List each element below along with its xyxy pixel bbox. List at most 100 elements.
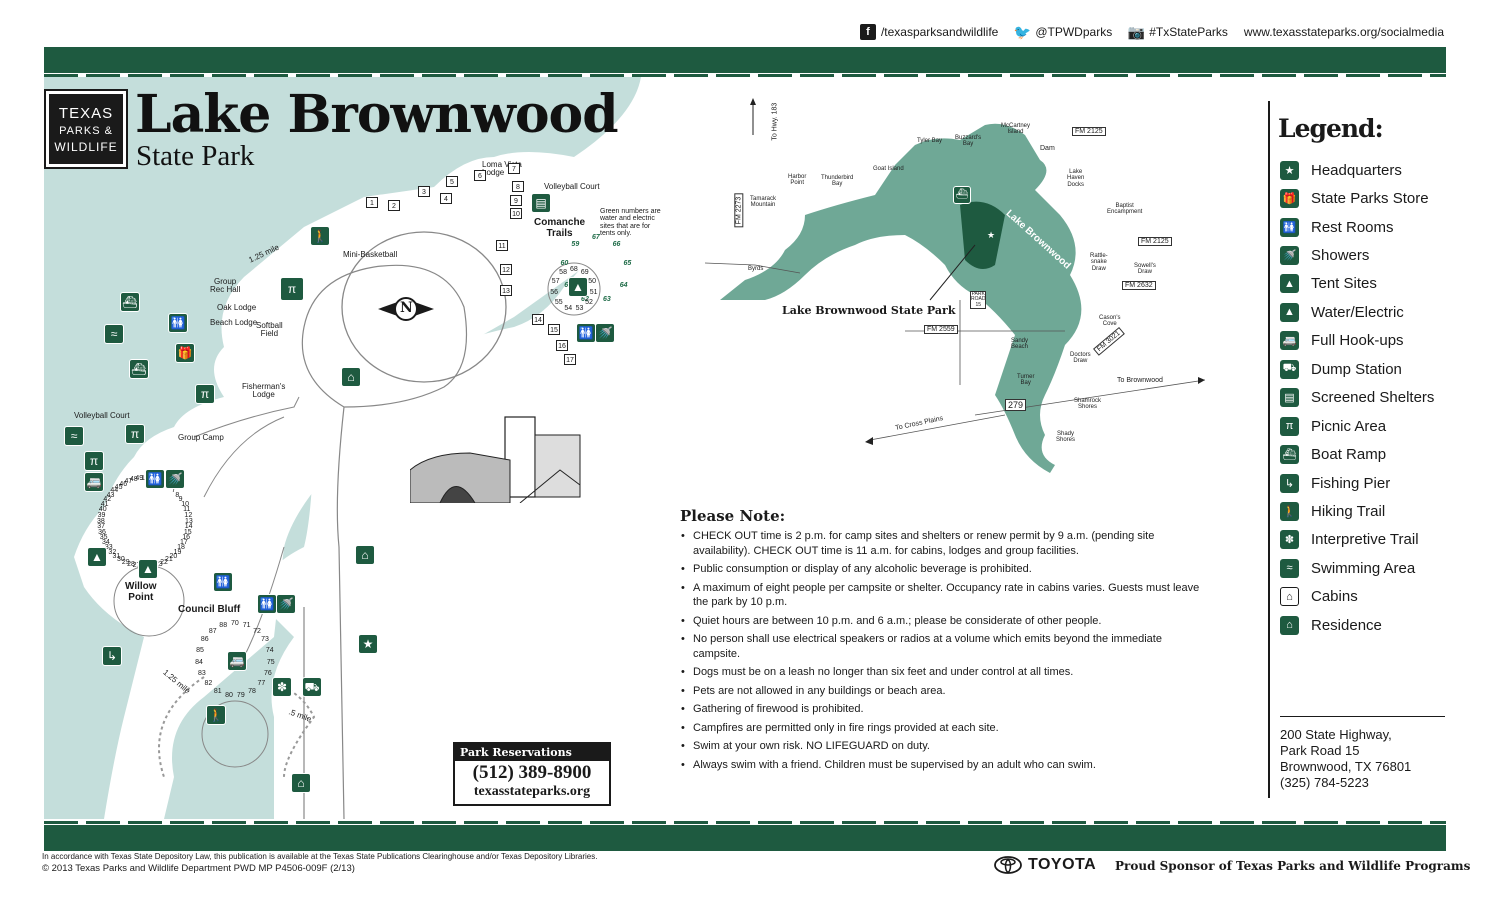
shelter-icon[interactable]: ▤ [531, 193, 551, 213]
comanche-site-53[interactable]: 53 [575, 305, 584, 313]
cabin-10[interactable]: 10 [510, 208, 522, 219]
willow-site-23[interactable]: 23 [154, 560, 163, 568]
picnic-table-icon[interactable]: π [125, 424, 145, 444]
comanche-green-site-63[interactable]: 63 [602, 296, 611, 304]
restroom-icon[interactable]: 🚻 [576, 323, 596, 343]
gift-icon[interactable]: 🎁 [175, 343, 195, 363]
shower-icon[interactable]: 🚿 [165, 469, 185, 489]
comanche-site-50[interactable]: 50 [588, 277, 596, 285]
shower-icon[interactable]: 🚿 [595, 323, 615, 343]
restroom-icon[interactable]: 🚻 [168, 313, 188, 333]
council-site-78[interactable]: 78 [248, 687, 256, 695]
willow-site-31[interactable]: 31 [112, 552, 121, 560]
cabin-15[interactable]: 15 [548, 324, 560, 335]
rv-icon[interactable]: 🚐 [84, 472, 104, 492]
water-electric-icon[interactable]: ▲ [138, 559, 158, 579]
cabin-4[interactable]: 4 [440, 193, 452, 204]
comanche-site-51[interactable]: 51 [589, 288, 598, 296]
cabin-12[interactable]: 12 [500, 264, 512, 275]
willow-site-13[interactable]: 13 [184, 517, 193, 525]
cabin-9[interactable]: 9 [510, 195, 522, 206]
council-site-85[interactable]: 85 [196, 647, 204, 655]
willow-site-17[interactable]: 17 [180, 539, 188, 547]
willow-site-47[interactable]: 47 [124, 478, 133, 486]
twitter-link[interactable]: 🐦@TPWDparks [1013, 23, 1113, 40]
council-site-76[interactable]: 76 [263, 670, 272, 678]
cabin-1[interactable]: 1 [366, 197, 378, 208]
comanche-site-58[interactable]: 58 [559, 269, 567, 277]
willow-site-36[interactable]: 36 [98, 528, 106, 536]
council-site-88[interactable]: 88 [219, 621, 228, 629]
council-site-77[interactable]: 77 [257, 680, 266, 688]
willow-site-32[interactable]: 32 [108, 548, 117, 556]
cabin-7[interactable]: 7 [508, 163, 520, 174]
comanche-site-68[interactable]: 68 [570, 266, 578, 273]
hiker-icon[interactable]: 🚶 [310, 226, 330, 246]
willow-site-16[interactable]: 16 [182, 534, 191, 542]
water-electric-icon[interactable]: ▲ [568, 277, 588, 297]
willow-site-49[interactable]: 49 [135, 475, 144, 483]
council-site-72[interactable]: 72 [253, 627, 261, 635]
willow-site-28[interactable]: 28 [127, 560, 135, 568]
willow-site-41[interactable]: 41 [100, 501, 109, 509]
comanche-green-site-62[interactable]: 62 [581, 296, 589, 304]
council-site-74[interactable]: 74 [265, 647, 274, 655]
shower-icon[interactable]: 🚿 [276, 594, 296, 614]
comanche-site-57[interactable]: 57 [551, 277, 560, 285]
residence-icon[interactable]: ⌂ [291, 773, 311, 793]
comanche-green-site-67[interactable]: 67 [592, 234, 600, 241]
comanche-green-site-60[interactable]: 60 [560, 260, 569, 268]
picnic-table-icon[interactable]: π [195, 384, 215, 404]
willow-site-14[interactable]: 14 [184, 523, 193, 531]
willow-site-37[interactable]: 37 [97, 523, 105, 531]
willow-site-18[interactable]: 18 [177, 544, 185, 552]
picnic-table-icon[interactable]: π [280, 277, 304, 301]
website-link[interactable]: www.texasstateparks.org/socialmedia [1243, 25, 1444, 39]
cabin-13[interactable]: 13 [500, 285, 512, 296]
park-phone[interactable]: (325) 784-5223 [1280, 775, 1369, 790]
willow-site-34[interactable]: 34 [101, 539, 110, 547]
willow-site-11[interactable]: 11 [183, 506, 191, 514]
willow-site-20[interactable]: 20 [169, 552, 178, 560]
reservations-phone[interactable]: (512) 389-8900 [472, 762, 592, 783]
willow-site-48[interactable]: 48 [129, 476, 138, 484]
boat-ramp-icon[interactable]: ⛴ [129, 359, 149, 379]
comanche-site-56[interactable]: 56 [550, 288, 558, 296]
cabin-14[interactable]: 14 [532, 314, 544, 325]
council-site-84[interactable]: 84 [195, 658, 203, 666]
council-site-86[interactable]: 86 [200, 636, 209, 644]
willow-site-33[interactable]: 33 [104, 544, 113, 552]
boat-ramp-icon[interactable]: ⛴ [120, 292, 140, 312]
comanche-green-site-64[interactable]: 64 [619, 282, 628, 289]
boat-ramp-icon[interactable]: ⛴ [953, 186, 971, 204]
reservations-url[interactable]: texasstateparks.org [473, 784, 591, 799]
council-site-75[interactable]: 75 [266, 658, 275, 666]
willow-site-9[interactable]: 9 [178, 496, 183, 504]
hiker-icon[interactable]: 🚶 [206, 705, 226, 725]
willow-site-15[interactable]: 15 [183, 528, 192, 536]
council-site-83[interactable]: 83 [198, 670, 206, 678]
willow-site-43[interactable]: 43 [106, 491, 115, 499]
comanche-green-site-59[interactable]: 59 [571, 241, 580, 249]
cabin-17[interactable]: 17 [564, 354, 576, 365]
comanche-site-54[interactable]: 54 [564, 305, 573, 313]
comanche-site-69[interactable]: 69 [580, 269, 589, 277]
headquarters-star-icon[interactable]: ★ [358, 634, 378, 654]
willow-site-8[interactable]: 8 [175, 491, 180, 499]
council-site-82[interactable]: 82 [204, 680, 213, 688]
cabin-8[interactable]: 8 [512, 181, 524, 192]
willow-site-12[interactable]: 12 [184, 511, 193, 519]
willow-site-21[interactable]: 21 [165, 555, 173, 563]
willow-site-38[interactable]: 38 [97, 517, 105, 525]
willow-site-19[interactable]: 19 [173, 548, 182, 556]
willow-site-10[interactable]: 10 [181, 501, 190, 509]
willow-site-29[interactable]: 29 [121, 558, 130, 566]
cabin-5[interactable]: 5 [446, 176, 458, 187]
cabin-2[interactable]: 2 [388, 200, 400, 211]
tent-icon[interactable]: ▲ [87, 547, 107, 567]
fishing-icon[interactable]: ↳ [102, 646, 122, 666]
council-site-71[interactable]: 71 [242, 621, 251, 629]
council-site-70[interactable]: 70 [231, 620, 239, 627]
instagram-link[interactable]: 📷#TxStateParks [1127, 23, 1228, 40]
willow-site-35[interactable]: 35 [99, 534, 108, 542]
